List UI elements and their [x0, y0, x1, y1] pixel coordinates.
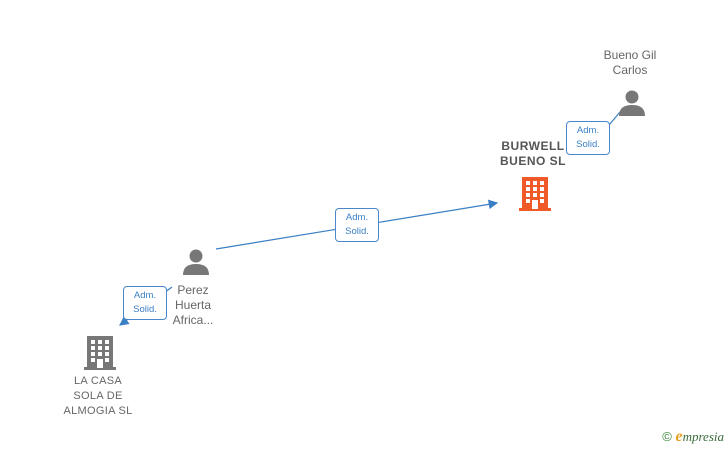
label-line: Bueno Gil — [603, 48, 657, 62]
relation-label-adm-solid[interactable]: Adm. Solid. — [566, 121, 610, 155]
relation-text: Adm. — [576, 125, 600, 136]
label-line: Perez — [177, 283, 209, 297]
person-label-perez: Perez Huerta Africa... — [158, 283, 228, 328]
relation-label-adm-solid[interactable]: Adm. Solid. — [335, 208, 379, 242]
relation-label-adm-solid[interactable]: Adm. Solid. — [123, 286, 167, 320]
label-line: Africa... — [172, 313, 214, 327]
company-label-burwell: BURWELL BUENO SL — [488, 139, 578, 169]
relation-text: Solid. — [576, 139, 600, 150]
copyright-icon: © — [662, 429, 672, 444]
relation-text: Solid. — [133, 304, 157, 315]
empresia-watermark: © empresia — [662, 428, 724, 446]
building-icon[interactable] — [519, 175, 551, 211]
person-icon[interactable] — [182, 248, 210, 276]
brand-text: mpresia — [682, 429, 724, 444]
company-label-la-casa: LA CASA SOLA DE ALMOGIA SL — [50, 374, 146, 419]
label-line: Carlos — [612, 63, 648, 77]
label-line: SOLA DE — [73, 390, 123, 402]
relation-text: Solid. — [345, 226, 369, 237]
label-line: Huerta — [174, 298, 212, 312]
person-icon[interactable] — [618, 89, 646, 117]
label-line: BURWELL — [501, 139, 565, 153]
relation-text: Adm. — [345, 212, 369, 223]
brand-e: e — [675, 428, 683, 445]
label-line: BUENO SL — [499, 154, 566, 168]
relation-text: Adm. — [133, 290, 157, 301]
label-line: LA CASA — [74, 375, 122, 387]
building-icon[interactable] — [84, 334, 116, 370]
person-label-bueno-gil: Bueno Gil Carlos — [590, 48, 670, 78]
label-line: ALMOGIA SL — [63, 405, 133, 417]
